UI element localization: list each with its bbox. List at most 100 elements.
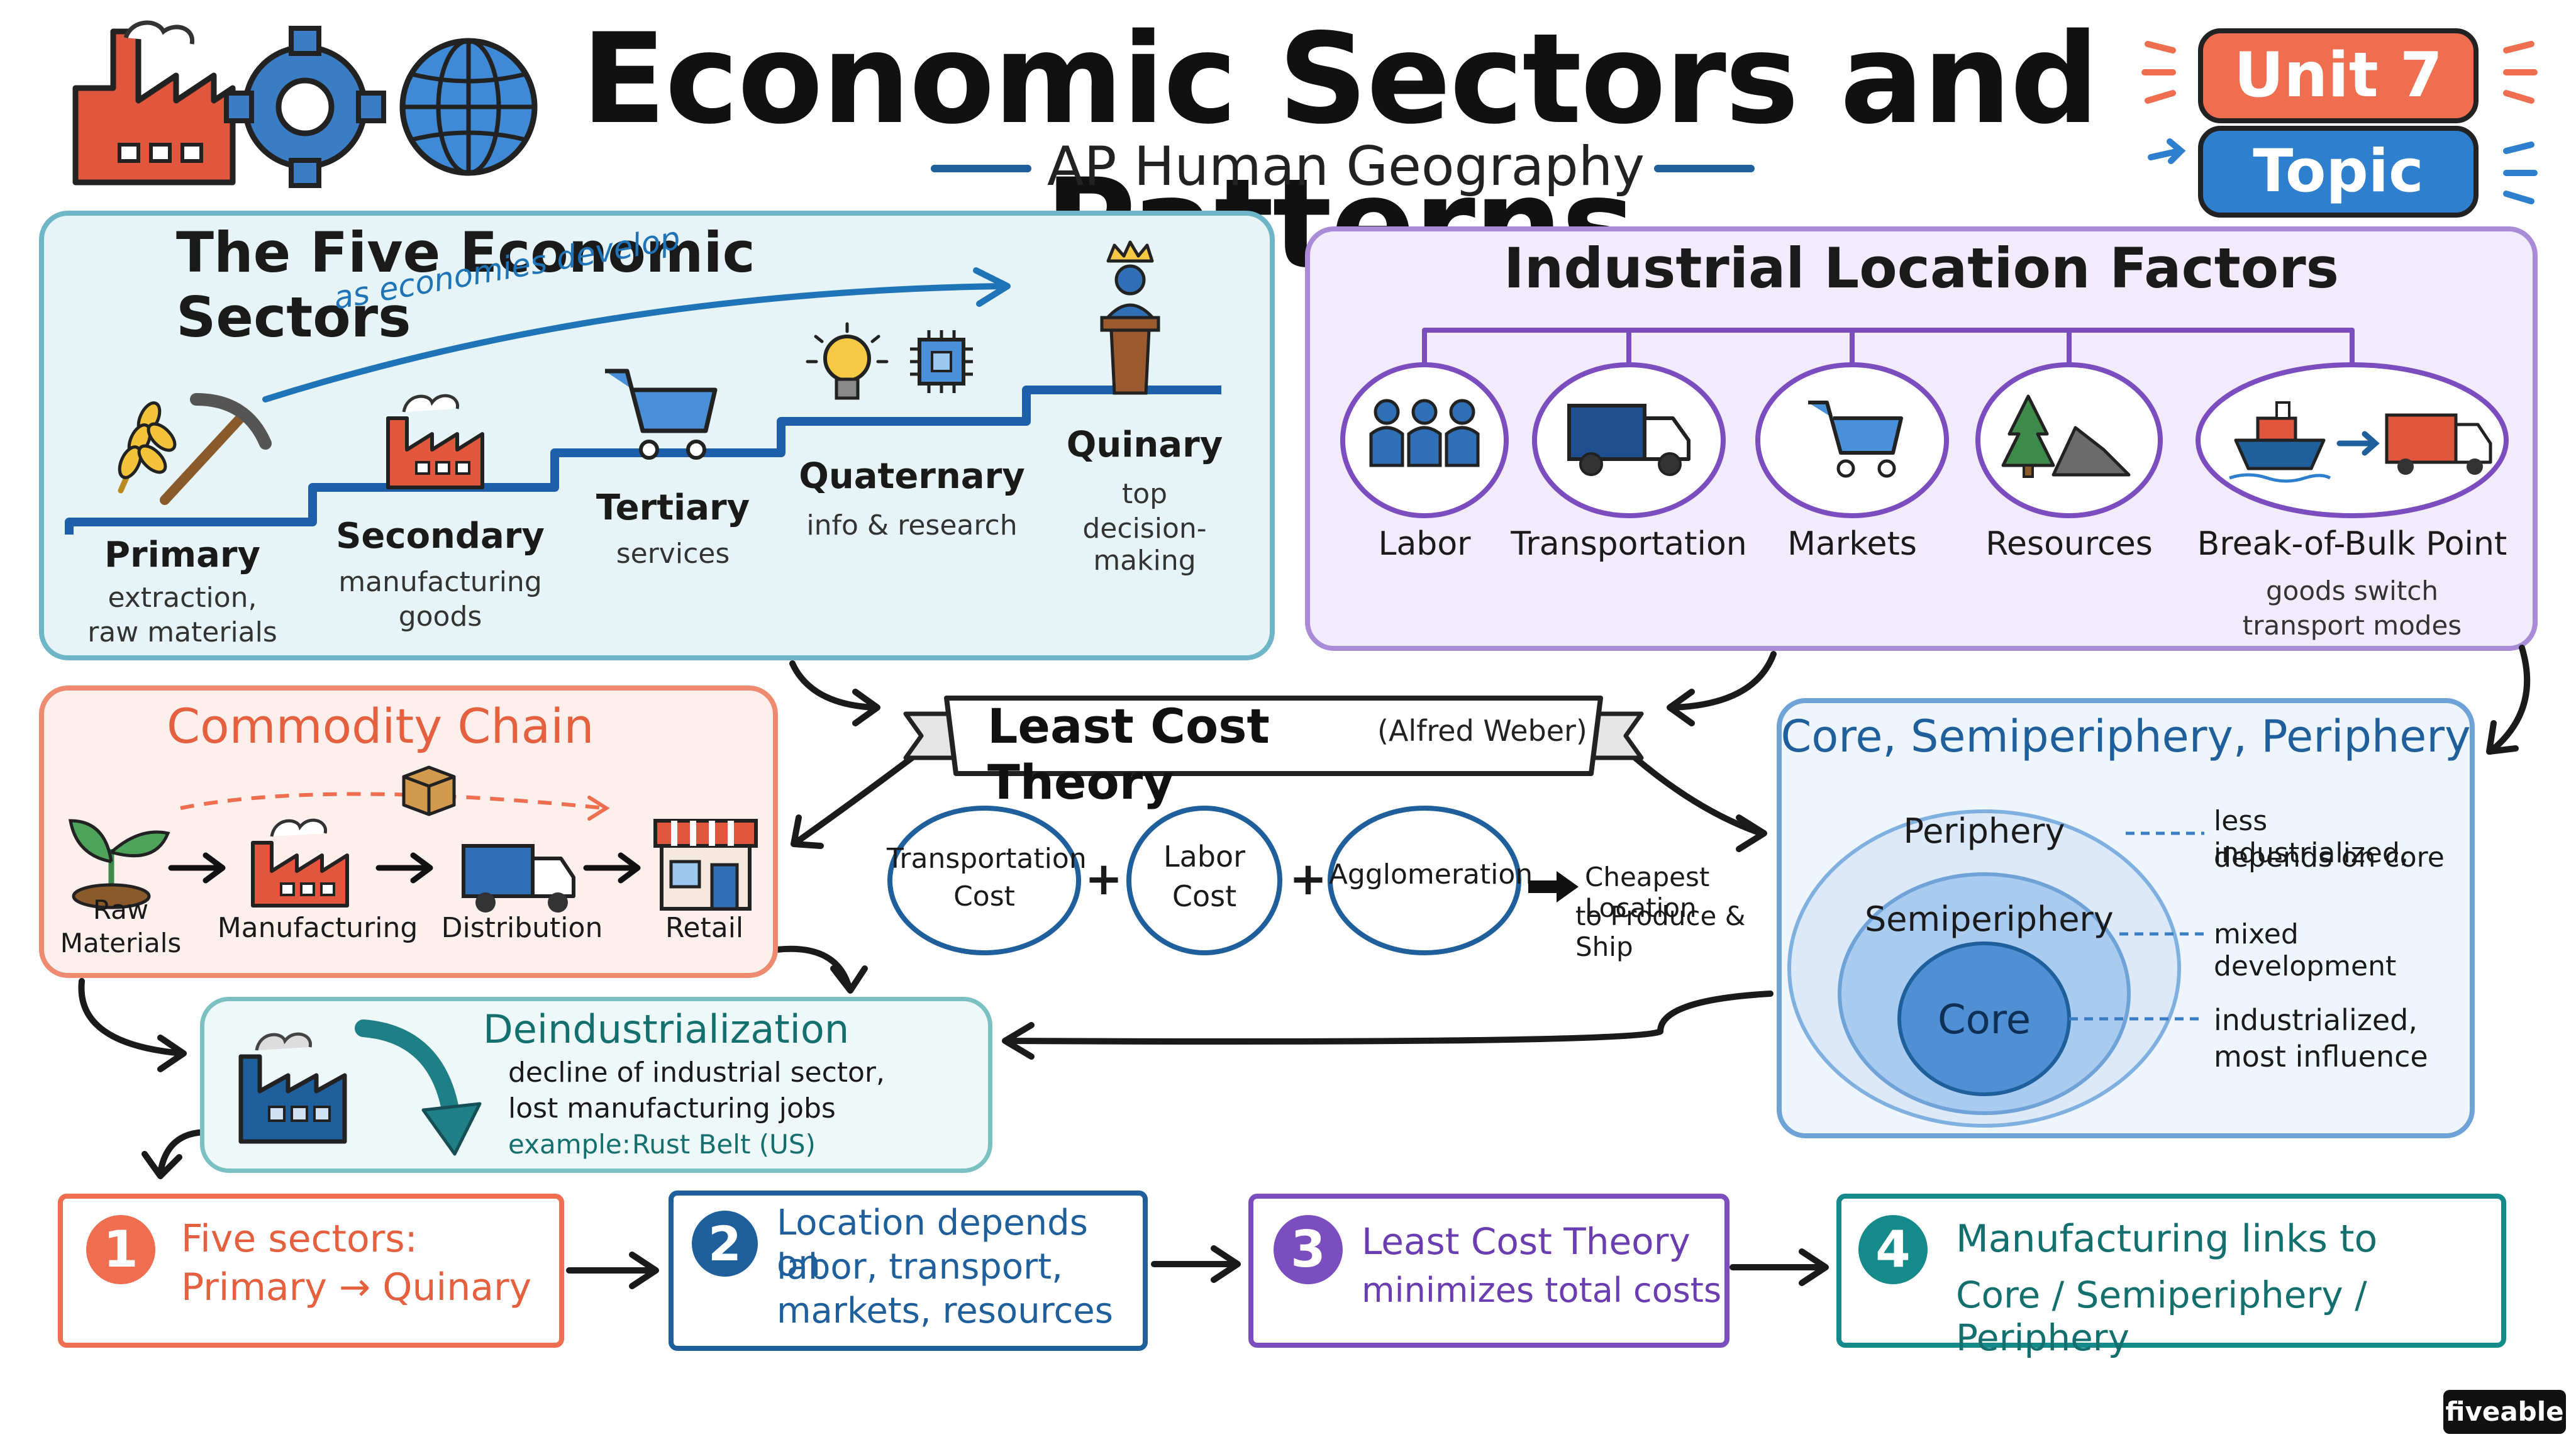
arrow-leastcost-to-commodity [791,755,915,849]
arrow-commodity-to-deindustrialization [774,945,868,994]
factory-icon [386,394,484,489]
fiveable-logo: fiveable [2443,1390,2566,1434]
least-cost-result: Cheapest Location [1585,862,1710,923]
truck-icon [1567,404,1690,476]
subtitle-rule-left [931,165,1031,172]
header-icons [72,20,538,188]
summary-number-1: 1 [86,1215,155,1284]
sector-name: Tertiary [596,487,750,528]
summary-text-3: Least Cost Theory [1362,1220,1690,1263]
factor-desc: goods switch [2265,575,2439,606]
arrow-leastcost-to-core [1632,755,1767,852]
location-factors-title: Industrial Location Factors [1503,236,2340,301]
plus-sign: + [1084,852,1123,905]
sector-desc: extraction, [108,582,257,614]
arrow-commodity-left-to-deindustrialization [78,978,187,1072]
least-cost-title: Least Cost Theory [987,698,1270,810]
factor-desc: transport modes [2242,610,2462,641]
wheat-pickaxe-icon [118,393,272,505]
unit-badge: Unit 7 [2198,28,2479,123]
factory-down-arrow-icon [238,1019,482,1156]
sector-name: Primary [104,535,261,575]
summary-text-4: Manufacturing links to [1956,1217,2378,1261]
shopping-cart-icon [1808,401,1903,478]
truck-icon [462,844,575,913]
crowned-leader-icon [1100,240,1160,395]
least-cost-equation [887,806,1521,955]
people-icon [1369,399,1480,467]
globe-icon [399,38,538,176]
arrow-deindustrialization-to-summary [142,1129,211,1179]
summary-text-2-line3: markets, resources [777,1291,1113,1331]
ring-desc-semiperiphery: mixed development [2214,918,2397,982]
term-labor-cost: Labor [1163,840,1246,874]
factory-icon [72,20,236,186]
sector-desc: services [616,538,730,570]
ring-label-periphery: Periphery [1903,811,2065,851]
plus-sign: + [1289,852,1328,905]
ring-label-semiperiphery: Semiperiphery [1865,899,2114,939]
deindustrialization-desc-line2: lost manufacturing jobs [508,1092,836,1124]
sector-name: Quinary [1066,425,1223,465]
core-periphery-title: Core, Semiperiphery, Periphery [1780,711,2471,762]
factory-icon [251,818,349,908]
sector-desc: info & research [806,509,1018,541]
sector-name: Quaternary [799,456,1025,497]
arrow-core-to-deindustrialization [1002,991,1774,1060]
term-agglomeration: Agglomeration [1328,858,1533,891]
subtitle-rule-right [1654,165,1755,172]
commodity-chain-title: Commodity Chain [167,698,594,754]
summary-text-2-line2: labor, transport, [777,1246,1063,1287]
five-sectors-panel [39,211,1275,660]
least-cost-result-line2: to Produce & Ship [1575,901,1746,962]
gear-icon [224,26,386,188]
summary-text-4-line2: Core / Semiperiphery / Periphery [1956,1274,2367,1359]
tree-rocks-icon [2001,394,2131,478]
ring-desc-periphery-line2: depends on core [2214,841,2445,874]
commodity-chain-illustration [69,765,758,913]
step-distribution: Distribution [441,912,603,944]
deindustrialization-desc: decline of industrial sector, [508,1057,886,1089]
arrow-summary-3-to-4 [1729,1248,1829,1286]
sector-desc: manufacturing [338,566,542,598]
example-value: Rust Belt (US) [632,1129,816,1160]
factor-label-resources: Resources [1985,525,2153,563]
development-trend-arrow [262,283,1004,402]
term-labor-cost-line2: Cost [1172,879,1237,913]
summary-text-2: Location depends on [777,1202,1088,1284]
ring-label-core: Core [1937,997,2031,1043]
ring-desc-core: industrialized, [2214,1003,2418,1037]
least-cost-author: (Alfred Weber) [1377,714,1587,748]
step-retail: Retail [665,912,744,944]
example-label: example: [508,1129,631,1160]
sprout-icon [69,819,170,909]
term-transportation-cost: Transportation [887,843,1087,875]
factors-connector [1422,328,2355,365]
summary-text-3-line2: minimizes total costs [1362,1270,1722,1310]
store-icon [653,819,758,911]
equals-arrow-icon [1528,871,1579,902]
factor-circle [2196,362,2509,518]
five-sectors-title: The Five Economic Sectors [176,220,755,350]
core-periphery-diagram [1787,809,2204,1128]
sectors-illustration [65,240,1221,535]
ship-to-truck-icon [2229,401,2492,483]
arrow-location-to-leastcost [1667,651,1777,726]
subtitle: AP Human Geography [1046,135,1645,198]
term-transportation-cost-line2: Cost [953,880,1015,913]
summary-number-4: 4 [1858,1215,1928,1284]
ring-desc-periphery: less industrialized, [2214,805,2409,869]
shopping-cart-icon [605,369,718,460]
step-manufacturing: Manufacturing [217,912,418,944]
factor-label-markets: Markets [1787,525,1917,563]
least-cost-banner [903,696,1644,776]
badge-accent-marks [2141,41,2538,204]
ring-desc-core-line2: most influence [2214,1040,2428,1074]
factor-label-break-of-bulk: Break-of-Bulk Point [2197,525,2507,563]
lightbulb-chip-icon [806,322,973,400]
arrow-sectors-to-leastcost [789,660,880,726]
arrow-location-to-core [2486,645,2531,755]
location-factors-illustration [1340,328,2509,518]
